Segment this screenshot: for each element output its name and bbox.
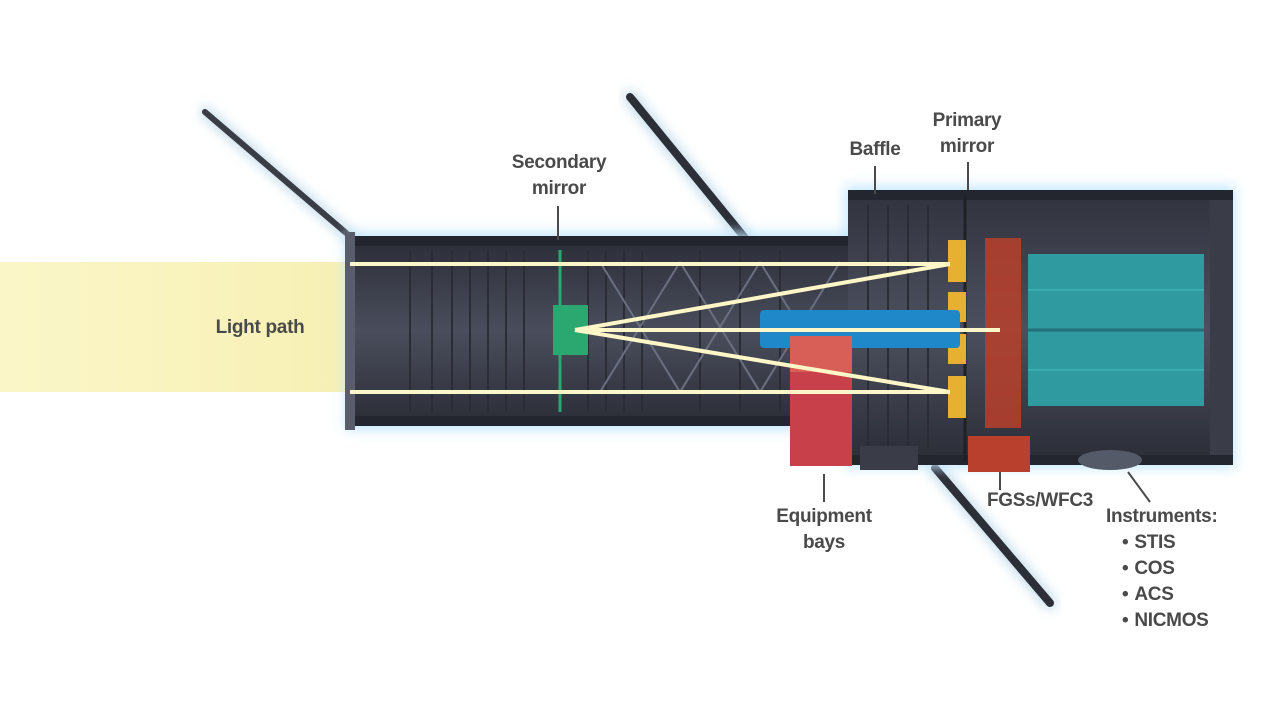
instruments-label: Instruments: STIS COS ACS NICMOS xyxy=(1106,504,1218,634)
primary-mirror-label-line1: Primary xyxy=(932,110,1002,131)
instrument-item-stis: STIS xyxy=(1122,530,1217,556)
secondary-mirror-label-line2: mirror xyxy=(531,178,587,199)
secondary-mirror-label: Secondary mirror xyxy=(498,150,620,202)
primary-mirror-label-line2: mirror xyxy=(939,136,995,157)
fgs-wfc3-module xyxy=(968,238,1030,472)
equipment-bays-label-line2: bays xyxy=(802,532,846,553)
equipment-bays-label-line1: Equipment xyxy=(776,506,872,527)
light-beam xyxy=(0,262,350,392)
light-path-label: Light path xyxy=(215,317,305,338)
instrument-item-nicmos: NICMOS xyxy=(1122,608,1217,634)
secondary-mirror-label-line1: Secondary xyxy=(511,152,607,173)
baffle-label: Baffle xyxy=(849,139,901,160)
equipment-bays-label: Equipment bays xyxy=(766,504,882,556)
primary-mirror-label: Primary mirror xyxy=(922,108,1012,160)
instruments-list: STIS COS ACS NICMOS xyxy=(1106,530,1217,634)
solar-array-booms xyxy=(200,91,1056,609)
leader-lines xyxy=(557,162,1151,503)
instruments-title: Instruments: xyxy=(1106,506,1218,527)
instrument-disc xyxy=(1078,450,1142,470)
equipment-bays-shape xyxy=(790,336,918,470)
light-rays xyxy=(350,262,1000,394)
instrument-item-acs: ACS xyxy=(1122,582,1217,608)
instrument-item-cos: COS xyxy=(1122,556,1217,582)
fgs-wfc3-label: FGSs/WFC3 xyxy=(986,490,1094,511)
